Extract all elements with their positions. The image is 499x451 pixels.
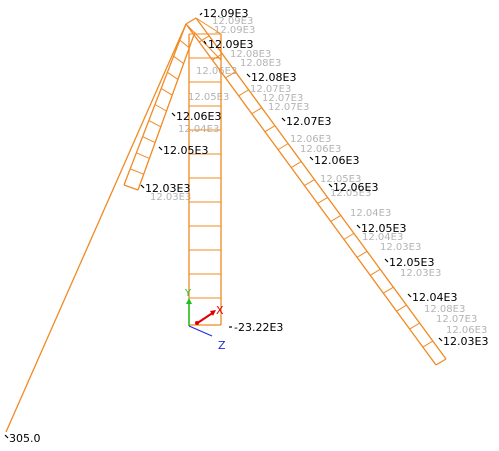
ghost-label-layer: 12.09E312.09E312.08E312.08E312.07E312.07… xyxy=(150,16,487,336)
member-apex-brace xyxy=(195,17,222,35)
axis-triad: Y X Z xyxy=(184,288,226,352)
member-left-rung xyxy=(167,71,179,80)
label-right-4: 12.06E3 xyxy=(333,181,378,194)
member-right-rung xyxy=(330,214,341,222)
ghost-label: 12.04E3 xyxy=(350,208,391,219)
ghost-label: 12.09E3 xyxy=(214,25,255,36)
label-right-1: 12.08E3 xyxy=(251,71,296,84)
axis-z-label: Z xyxy=(218,339,226,352)
member-left-rung xyxy=(154,104,167,112)
ghost-label: 12.08E3 xyxy=(240,58,281,69)
member-left-rung xyxy=(179,39,190,49)
member-right-rail-inner xyxy=(195,17,447,360)
ghost-label: 12.07E3 xyxy=(262,93,303,104)
member-right-rung xyxy=(251,107,263,115)
ghost-label: 12.07E3 xyxy=(250,84,291,95)
label-left-3: 12.03E3 xyxy=(145,182,190,195)
ghost-label: 12.08E3 xyxy=(424,304,465,315)
member-left-rung xyxy=(130,168,144,175)
axis-x-label: X xyxy=(216,304,224,317)
label-apex-top: 12.09E3 xyxy=(203,7,248,20)
primary-label-layer: 12.09E3 12.09E3 12.08E3 12.07E3 12.06E3 … xyxy=(9,7,488,445)
ghost-label: 12.07E3 xyxy=(268,102,309,113)
member-apex-cap xyxy=(185,17,197,25)
label-tick-marks xyxy=(4,12,443,439)
member-right-rung xyxy=(317,197,328,204)
ghost-label: 12.03E3 xyxy=(150,192,191,203)
member-right-rung xyxy=(356,250,368,258)
label-left-2: 12.05E3 xyxy=(163,144,208,157)
label-right-2: 12.07E3 xyxy=(286,115,331,128)
ghost-label: 12.09E3 xyxy=(212,16,253,27)
member-right-rung xyxy=(369,268,381,276)
label-right-6: 12.05E3 xyxy=(389,256,434,269)
member-left-rung xyxy=(142,136,156,144)
member-right-rung xyxy=(396,304,407,312)
member-right-rung xyxy=(277,143,289,151)
ghost-label: 12.05E3 xyxy=(320,174,361,185)
axis-x-line xyxy=(195,311,215,325)
member-right-rung xyxy=(225,71,236,79)
member-right-rung xyxy=(264,125,276,133)
label-left-1: 12.06E3 xyxy=(176,110,221,123)
label-right-5: 12.05E3 xyxy=(361,222,406,235)
ghost-label: 12.06E3 xyxy=(290,134,331,145)
ghost-label: 12.07E3 xyxy=(436,314,477,325)
member-right-rung xyxy=(422,340,434,348)
ghost-label: 12.06E3 xyxy=(446,325,487,336)
axis-y-arrow-icon xyxy=(186,298,192,304)
label-bottom-left: 305.0 xyxy=(9,432,41,445)
member-right-rung xyxy=(304,179,315,186)
ghost-label: 12.05E3 xyxy=(188,92,229,103)
ghost-label: 12.05E3 xyxy=(330,188,371,199)
ghost-label: 12.06E3 xyxy=(196,66,237,77)
member-left-rung xyxy=(160,87,173,96)
member-right-foot xyxy=(435,358,447,366)
member-right-rail-outer xyxy=(185,23,437,366)
member-left-rung xyxy=(148,120,162,128)
label-right-3: 12.06E3 xyxy=(314,154,359,167)
label-apex-second: 12.09E3 xyxy=(208,38,253,51)
member-long-diagonal xyxy=(5,23,187,433)
member-right-rung xyxy=(383,286,394,294)
member-layer xyxy=(5,17,447,433)
member-right-rung xyxy=(198,35,210,43)
ghost-label: 12.03E3 xyxy=(380,242,421,253)
ghost-label: 12.06E3 xyxy=(300,144,341,155)
ghost-label: 12.04E3 xyxy=(362,232,403,243)
label-right-7: 12.04E3 xyxy=(412,291,457,304)
member-apex-brace xyxy=(185,23,222,61)
member-right-rung xyxy=(238,89,249,97)
axis-origin-icon xyxy=(195,321,199,325)
member-left-foot xyxy=(123,184,139,191)
member-left-rung xyxy=(136,152,150,159)
axis-z-line xyxy=(188,325,213,337)
label-right-8: 12.03E3 xyxy=(443,335,488,348)
ghost-label: 12.08E3 xyxy=(230,49,271,60)
axis-x-arrow-icon xyxy=(210,310,216,316)
member-right-rung xyxy=(291,161,302,169)
axis-y-label: Y xyxy=(184,288,192,299)
member-right-rung xyxy=(343,232,355,240)
member-right-rung xyxy=(409,322,420,330)
ghost-label: 12.03E3 xyxy=(400,268,441,279)
label-center-support: -23.22E3 xyxy=(234,321,283,334)
member-left-rung xyxy=(173,55,184,65)
